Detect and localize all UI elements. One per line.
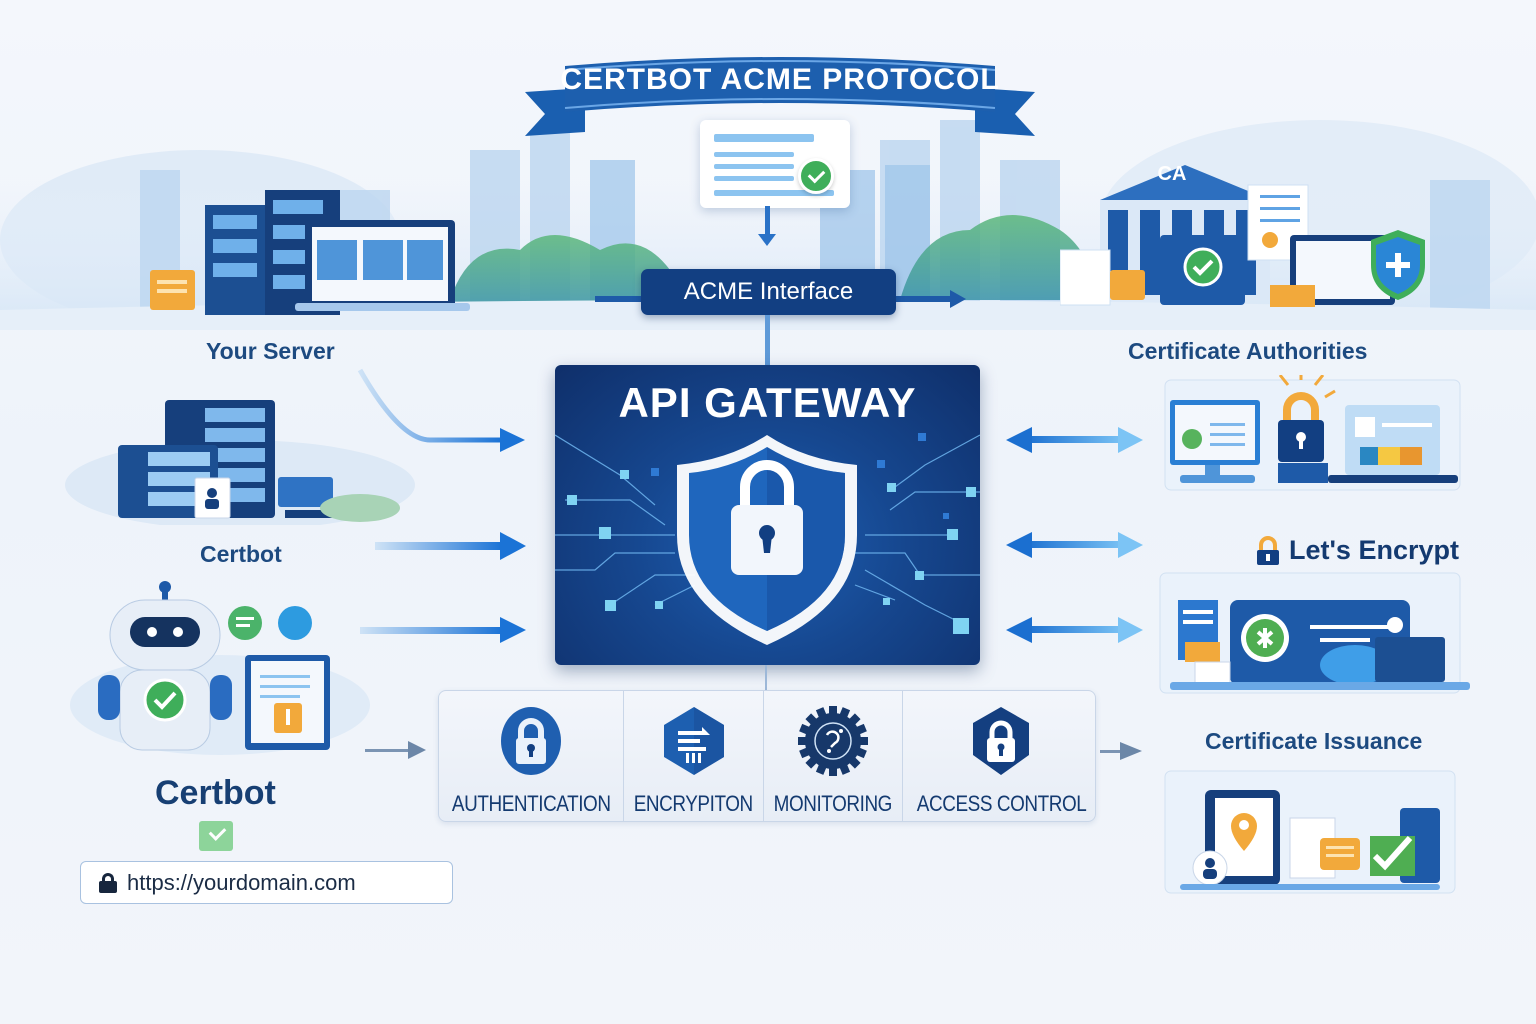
encryption-chip-icon <box>663 707 724 775</box>
arrow-robot-to-gateway <box>360 617 526 643</box>
arrow-robot-to-features <box>365 741 426 759</box>
feature-label: ACCESS CONTROL <box>916 791 1086 816</box>
certbot-label: Certbot <box>200 541 282 567</box>
padlock-icon <box>99 872 117 893</box>
right-arrow-icon <box>950 290 966 308</box>
certificate-issuance-illustration <box>1160 768 1460 898</box>
lets-encrypt-illustration <box>1150 570 1480 705</box>
feature-encryption[interactable]: ENCRYPITON <box>624 691 764 821</box>
arrow-gateway-letsencrypt <box>1006 532 1143 558</box>
url-text: https://yourdomain.com <box>127 869 356 895</box>
lets-encrypt-label: Let's Encrypt <box>1255 535 1459 566</box>
acme-gateway-connector <box>765 315 770 367</box>
feature-label: AUTHENTICATION <box>451 791 611 816</box>
arrow-certbot-to-gateway <box>375 532 526 560</box>
circuit-lines <box>555 433 980 645</box>
url-bar[interactable]: https://yourdomain.com <box>80 861 453 904</box>
your-server-label: Your Server <box>206 338 335 364</box>
server-rack-illustration <box>145 185 475 315</box>
feature-label: ENCRYPITON <box>634 791 754 816</box>
banner-title: CERTBOT ACME PROTOCOL <box>560 63 1000 96</box>
certificate-issuance-label: Certificate Issuance <box>1205 728 1423 754</box>
hexagon-lock-icon <box>973 707 1030 775</box>
arrow-gateway-ca <box>1006 427 1143 453</box>
checkmark-icon <box>798 158 834 194</box>
lock-icon <box>501 707 562 775</box>
arrow-gateway-issuance <box>1006 617 1143 643</box>
monitoring-gear-icon <box>797 706 868 776</box>
certificate-authorities-label: Certificate Authorities <box>1128 338 1368 364</box>
security-features-strip: AUTHENTICATION ENCRYPITON <box>438 690 1096 822</box>
api-gateway-panel[interactable]: API GATEWAY <box>555 365 980 665</box>
lets-encrypt-text: Let's Encrypt <box>1289 535 1459 565</box>
feature-label: MONITORING <box>773 791 893 816</box>
your-server-illustration <box>60 390 420 525</box>
arrow-features-to-issuance <box>1100 742 1142 760</box>
acme-interface-box[interactable]: ACME Interface <box>641 269 896 315</box>
certbot-title: Certbot <box>155 774 276 812</box>
down-arrow-line <box>765 206 770 236</box>
ca-building-label: CA <box>1157 163 1187 185</box>
lets-encrypt-lock-icon <box>1257 535 1279 565</box>
feature-access-control[interactable]: ACCESS CONTROL <box>903 691 1100 821</box>
down-arrow-icon <box>758 234 776 246</box>
acme-document-card <box>700 120 850 208</box>
feature-monitoring[interactable]: MONITORING <box>764 691 903 821</box>
title-banner <box>525 52 1035 142</box>
gateway-feature-connector <box>765 665 767 691</box>
ca-building-illustration <box>1060 155 1440 315</box>
certificate-authorities-illustration <box>1160 375 1480 505</box>
feature-authentication[interactable]: AUTHENTICATION <box>439 691 625 821</box>
small-check-icon <box>199 821 233 851</box>
certbot-robot-illustration <box>70 575 370 760</box>
gateway-title: API GATEWAY <box>618 379 917 426</box>
